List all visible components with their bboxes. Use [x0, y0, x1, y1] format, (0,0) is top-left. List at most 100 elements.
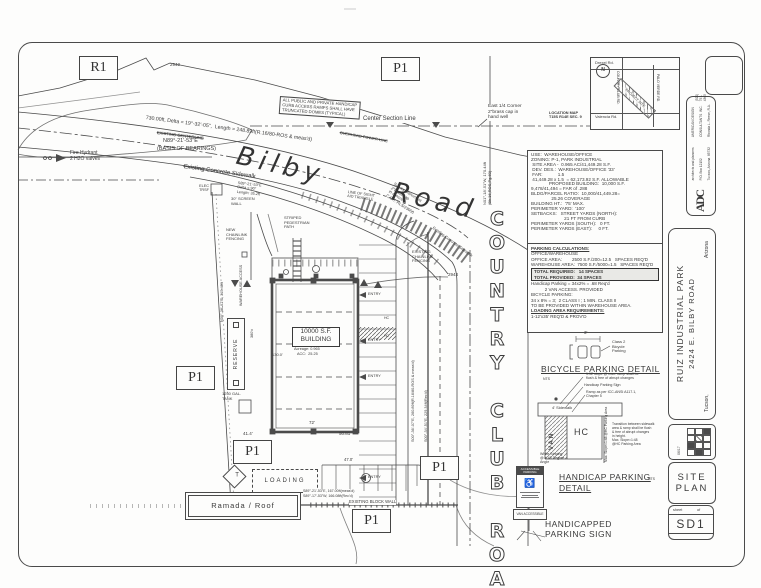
max-slope-note: Max. Slope=1:48 @HC Parking Area — [604, 406, 608, 462]
reserve-label: RESERVE — [233, 338, 239, 370]
ramp-standard-note: Ramp as per ICC-ANSI A117.1,Chapter 5 — [586, 390, 637, 399]
sheet-number-cell: SD1 — [669, 515, 713, 534]
transformer-letter: T — [235, 472, 239, 479]
building-name-line2: BUILDING — [300, 336, 332, 343]
hc-stall-label-2: HC — [384, 334, 390, 338]
of-word: of — [697, 507, 701, 512]
valencia-road-line — [591, 113, 679, 114]
location-map: Drexel Rd. Valencia Rd. COUNTRY CLUB RD.… — [590, 57, 680, 130]
dimension-130: 130.0' — [272, 352, 283, 357]
basis-bearing-value: N89°-21'-53"E — [163, 138, 198, 144]
building-label-box: 10000 S.F. BUILDING — [292, 327, 340, 347]
zone-label-p1-west: P1 — [176, 366, 215, 390]
parking-calc-lines-b: Handicap Parking = 34x2% = .68 Req'd 2 V… — [531, 281, 632, 309]
project-site-label: PROJECT SITE — [623, 87, 647, 110]
loading-requirements-title: LOADING AREA REQUIREMENTS: — [531, 308, 605, 314]
east-property-bearings: S00°-36'-07"E, 260.89ft(R.16/80-ROS & me… — [410, 360, 428, 442]
handicap-sign-plaque: ACCESSIBLE PARKING ♿ — [516, 466, 544, 508]
sign-top-text: ACCESSIBLE PARKING — [517, 467, 543, 475]
existing-block-wall-label: EXISTING BLOCK WALL — [349, 499, 397, 505]
revision-grid-block: 06/17 — [668, 424, 716, 460]
sheet-number-block: sheet of SD1 — [668, 505, 714, 540]
dimension-50: 50.81 — [339, 431, 351, 436]
zone-label-p1-north: P1 — [381, 57, 420, 81]
spot-elevation-2942: 2942 — [170, 62, 181, 67]
reserve-area-box: RESERVE — [227, 318, 245, 390]
sheet-number: SD1 — [676, 517, 706, 531]
sidewalk-4ft-label: 4' Sidewalk — [552, 405, 573, 410]
building-acreage: Acreage: 0.965 — [294, 347, 320, 351]
project-state: Arizona — [704, 241, 710, 258]
building-name-line1: 10000 S.F. — [300, 328, 332, 335]
north-letter: N — [601, 67, 605, 74]
entry-label-4: ENTRY — [368, 475, 381, 479]
firm-address-col: architects and planners P.O. Box 12152 T… — [690, 147, 711, 181]
dimension-47: 47.0' — [344, 457, 353, 462]
parking-calc-title: PARKING CALCULATIONS: — [531, 246, 590, 251]
warehouse-access-label: WAREHOUSE ACCESS — [239, 264, 243, 306]
sheet-title-line1: SITE — [677, 472, 707, 483]
drexel-road-line — [591, 69, 679, 70]
reserve-post-bottom — [233, 380, 239, 386]
handicap-detail-title-2: DETAIL — [559, 483, 592, 493]
spot-elevation-2944: 2944 — [448, 272, 459, 277]
drexel-road-label: Drexel Rd. — [595, 60, 614, 65]
bicycle-detail-title: BICYCLE PARKING DETAIL — [541, 364, 660, 374]
sheet-title-line2: PLAN — [675, 483, 709, 494]
handicap-detail-nts: NTS — [648, 477, 655, 481]
transformer-circle-letter: T — [364, 474, 367, 479]
firm-phone: (520) 791-4365 — [694, 93, 707, 102]
van-stall-label: VAN — [549, 431, 555, 450]
firm-block-rotated: ADC architects and planners P.O. Box 121… — [687, 93, 714, 214]
revision-grid — [687, 428, 711, 456]
registration-stamp-box — [705, 56, 743, 95]
sheet-number-header: sheet of — [669, 506, 713, 515]
sign-text-bar-3 — [521, 497, 539, 499]
basis-of-bearings-label: (BASIS OF BEARINGS) — [157, 146, 216, 152]
zone-label-p1-south: P1 — [352, 509, 391, 533]
handicap-sign-callout: Handicap Parking Sign — [584, 383, 621, 387]
west-property-bearing: N00°-38'-07"E, 315.46ft — [220, 282, 224, 322]
loading-label: LOADING — [264, 477, 306, 484]
zone-label-r1: R1 — [79, 56, 118, 80]
project-city: Tucson, — [704, 394, 710, 412]
north-arrow-icon: N — [596, 64, 610, 78]
zone-label-p1-southeast: P1 — [420, 456, 459, 480]
van-accessible-text: VAN ACCESSIBLE — [516, 511, 544, 516]
reserve-post-top — [233, 322, 239, 328]
bike-dimension-3ft: 3' — [584, 330, 588, 335]
drawing-border — [18, 42, 745, 567]
zone-label-p1-southwest: P1 — [233, 440, 272, 464]
dimension-72: 72' — [309, 420, 315, 425]
south-bearing-1: S89°-21'-53"E, 167.00ft(meas'd) — [303, 489, 355, 494]
bicycle-detail-nts: NTS — [543, 377, 550, 381]
palo-verde-road-label: PALO VERDE RD. — [655, 74, 660, 103]
tank-label: 1250 GAL.TANK — [222, 391, 242, 401]
country-club-centerline-bearing: N01°-18'-51"W, 170.44ft(Bk.16,ROS,Pg.60) — [482, 162, 492, 205]
building-acc: ACC: 25.25 — [297, 352, 318, 356]
sign-text-bar-1 — [520, 491, 540, 493]
country-club-road-name: COUNTRY CLUB ROAD — [486, 208, 509, 588]
project-name: RUIZ INDUSTRIAL PARK — [675, 264, 685, 383]
sheet-title-block: SITE PLAN — [668, 462, 716, 504]
revision-stamp-text: 06/17 — [677, 446, 681, 455]
ramada-box: Ramada / Roof — [185, 492, 301, 520]
van-accessible-plaque: VAN ACCESSIBLE — [513, 509, 547, 520]
